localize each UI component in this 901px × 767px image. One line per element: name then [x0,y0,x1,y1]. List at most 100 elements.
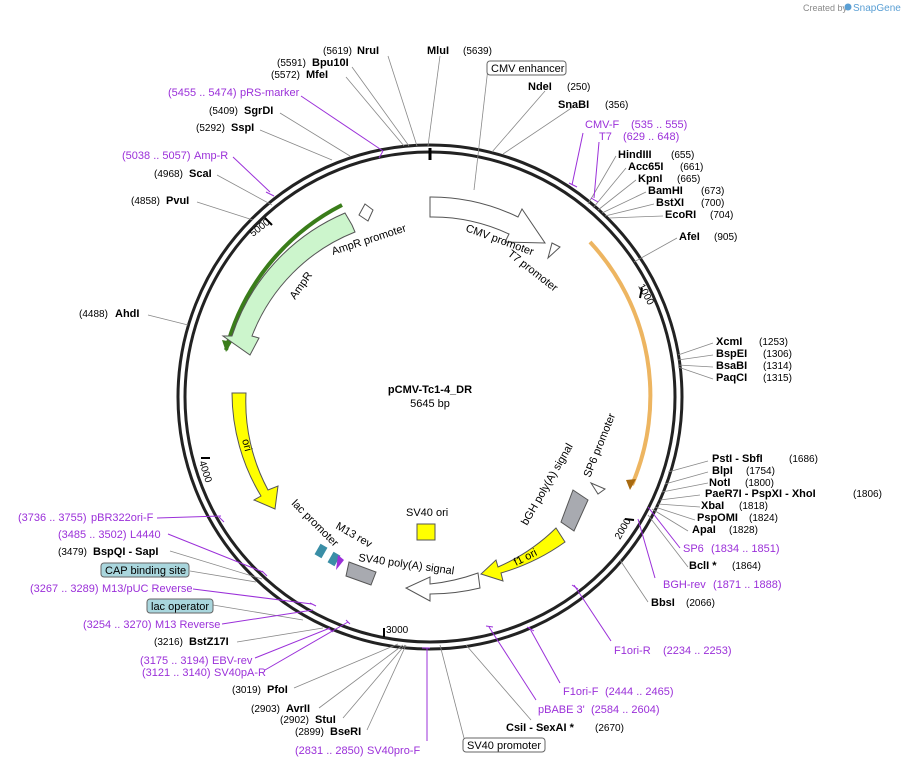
site-kpni[interactable]: KpnI [638,173,662,185]
primer-f1ori-f[interactable]: F1ori-F [563,686,599,698]
cap-site-mark [314,543,328,559]
site-sspi[interactable]: SspI [231,122,254,134]
primer-cmv-f[interactable]: CMV-F [585,119,620,131]
site-noti[interactable]: NotI [709,477,730,489]
site-bstz17i[interactable]: BstZ17I [189,636,229,648]
site-afei[interactable]: AfeI [679,231,700,243]
site-ahdi[interactable]: AhdI [115,308,139,320]
site-csii-pos: (2670) [595,723,624,734]
site-paqci-pos: (1315) [763,373,792,384]
cmv-enhancer-label[interactable]: CMV enhancer [491,63,565,75]
primer-sp6[interactable]: SP6 [683,543,704,555]
ampr-orf-highlight [224,203,343,351]
site-blpi[interactable]: BlpI [712,465,733,477]
primer-m13puc-range: (3267 .. 3289) [30,583,99,595]
site-bspqi-pos: (3479) [58,547,87,558]
site-avrii[interactable]: AvrII [286,703,310,715]
site-leaders [147,55,714,739]
primer-cmv-f-range: (535 .. 555) [631,119,687,131]
sv40-ori-label: SV40 ori [406,507,448,519]
site-bpu10i[interactable]: Bpu10I [312,57,349,69]
sv40-pa-arrow [404,572,481,602]
site-csii[interactable]: CsiI - SexAI * [506,722,575,734]
primer-prs-marker[interactable]: pRS-marker [240,87,300,99]
ampr-feature [221,212,356,356]
site-nrui[interactable]: NruI [357,45,379,57]
site-xcmi[interactable]: XcmI [716,336,742,348]
site-psti[interactable]: PstI - SbfI [712,453,763,465]
sv40-ori-feature [416,523,436,541]
site-hindiii[interactable]: HindIII [618,149,652,161]
backbone-outer [176,143,684,651]
site-bcli[interactable]: BclI * [689,560,717,572]
tick-1000-mark [639,287,643,299]
site-sgrdi[interactable]: SgrDI [244,105,273,117]
primer-bgh-rev-range: (1871 .. 1888) [713,579,782,591]
sv40-promoter-label[interactable]: SV40 promoter [467,740,541,752]
site-bspei[interactable]: BspEI [716,348,747,360]
primer-f1ori-r[interactable]: F1ori-R [614,645,651,657]
primer-sv40pa-r[interactable]: SV40pA-R [214,667,266,679]
primer-ebv-rev-range: (3175 .. 3194) [140,655,209,667]
primer-m13-reverse[interactable]: M13 Reverse [155,619,220,631]
sp6-promoter-label: SP6 promoter [582,411,619,479]
site-acc65i[interactable]: Acc65I [628,161,663,173]
site-snabi[interactable]: SnaBI [558,99,589,111]
primer-t7-range: (629 .. 648) [623,131,679,143]
site-bstxi-pos: (700) [701,198,724,209]
orf-highlight-right [588,240,653,486]
site-pspomi-pos: (1824) [749,513,778,524]
site-bstxi[interactable]: BstXI [656,197,684,209]
primer-t7[interactable]: T7 [599,131,612,143]
site-pvui[interactable]: PvuI [166,195,189,207]
site-bbsi-pos: (2066) [686,598,715,609]
site-bamhi[interactable]: BamHI [648,185,683,197]
site-apai[interactable]: ApaI [692,524,716,536]
tick-2000-mark [624,518,635,521]
site-pspomi[interactable]: PspOMI [697,512,738,524]
site-xbai[interactable]: XbaI [701,500,724,512]
cap-binding-site-label[interactable]: CAP binding site [105,565,186,577]
primer-l4440[interactable]: L4440 [130,529,161,541]
site-mfei[interactable]: MfeI [306,69,328,81]
site-bbsi[interactable]: BbsI [651,597,675,609]
lac-operator-label[interactable]: lac operator [151,601,209,613]
primer-bgh-rev[interactable]: BGH-rev [663,579,706,591]
site-ndei[interactable]: NdeI [528,81,552,93]
snapgene-logo-icon [844,3,852,11]
site-bseri[interactable]: BseRI [330,726,361,738]
sv40-pa-grey-box [345,561,377,586]
site-paer7i[interactable]: PaeR7I - PspXI - XhoI [705,488,816,500]
primer-amp-r[interactable]: Amp-R [194,150,228,162]
plasmid-size: 5645 bp [410,398,450,410]
site-bcli-pos: (1864) [732,561,761,572]
primer-amp-r-range: (5038 .. 5057) [122,150,191,162]
site-ecori[interactable]: EcoRI [665,209,696,221]
site-bsabi-pos: (1314) [763,361,792,372]
primer-pbr322ori-f[interactable]: pBR322ori-F [91,512,154,524]
primer-sv40pro-f[interactable]: SV40pro-F [367,745,420,757]
site-bsabi[interactable]: BsaBI [716,360,747,372]
primer-f1ori-f-range: (2444 .. 2465) [605,686,674,698]
primer-ebv-rev[interactable]: EBV-rev [212,655,253,667]
site-bseri-pos: (2899) [295,727,324,738]
site-xbai-pos: (1818) [739,501,768,512]
site-pfoi-pos: (3019) [232,685,261,696]
site-psti-pos: (1686) [789,454,818,465]
t7-promoter-arrow [547,242,561,260]
site-pfoi[interactable]: PfoI [267,684,288,696]
lac-operator-box [146,598,214,614]
site-mlui[interactable]: MluI [427,45,449,57]
site-stui[interactable]: StuI [315,714,336,726]
site-scai[interactable]: ScaI [189,168,212,180]
site-stui-pos: (2902) [280,715,309,726]
site-bspqi[interactable]: BspQI - SapI [93,546,158,558]
site-apai-pos: (1828) [729,525,758,536]
site-mfei-pos: (5572) [271,70,300,81]
site-paqci[interactable]: PaqCI [716,372,747,384]
primer-pbabe3[interactable]: pBABE 3' [538,704,585,716]
cap-binding-site-box [100,562,190,578]
site-bamhi-pos: (673) [701,186,724,197]
primer-m13puc[interactable]: M13/pUC Reverse [102,583,192,595]
